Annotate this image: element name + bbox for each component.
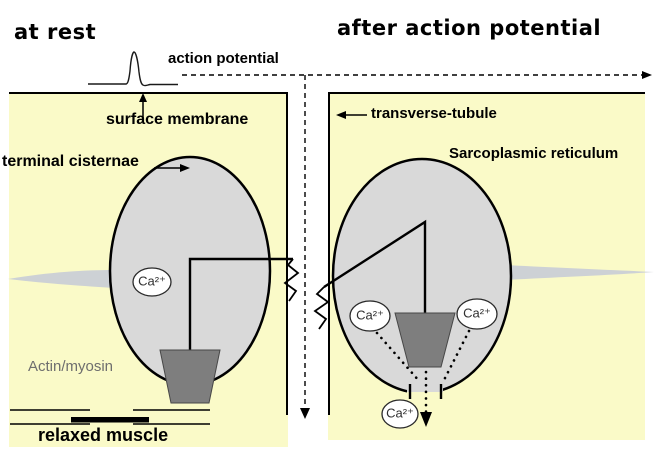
- ca-ion-label-released: Ca²⁺: [386, 405, 414, 421]
- relaxed-muscle-label: relaxed muscle: [38, 425, 169, 445]
- transverse-tubule-arrowhead-icon: [336, 111, 346, 119]
- terminal-cisternae-arrowhead-icon: [180, 164, 190, 172]
- ca-ion-label-ap-right: Ca²⁺: [463, 305, 491, 321]
- ca-ion-badge-rest: [132, 267, 172, 297]
- ca-release-arrowhead-icon: [420, 412, 432, 427]
- sr-opening-outer: [407, 392, 443, 400]
- myosin-filament-bar: [71, 417, 149, 423]
- surface-membrane-label: surface membrane: [106, 111, 249, 128]
- ca-ion-badge-ap-left: [349, 300, 391, 332]
- actin-myosin-label: Actin/myosin: [28, 358, 114, 375]
- release-channel-open: [394, 312, 456, 368]
- voltage-sensor-link-ap: [323, 219, 427, 313]
- sr-opening-inner: [407, 384, 443, 392]
- ap-arrowhead-down-icon: [300, 408, 310, 419]
- title-at-rest: at rest: [14, 20, 97, 44]
- terminal-cisternae-label: terminal cisternae: [2, 153, 139, 170]
- ap-arrowhead-right-icon: [642, 71, 652, 79]
- ca-ion-label-ap-left: Ca²⁺: [356, 307, 384, 323]
- transverse-tubule-shape-left: [8, 270, 114, 288]
- action-potential-waveform: [88, 51, 178, 87]
- ca-ion-label-rest: Ca²⁺: [138, 273, 166, 289]
- sarcoplasmic-reticulum-label: Sarcoplasmic reticulum: [449, 145, 619, 162]
- membrane-squiggle-right: [313, 286, 330, 330]
- transverse-tubule-shape-right: [505, 265, 654, 280]
- action-potential-label: action potential: [168, 50, 279, 67]
- surface-membrane-arrowhead-icon: [139, 93, 147, 102]
- release-channel-closed: [159, 349, 221, 404]
- transverse-tubule-label: transverse-tubule: [371, 105, 497, 122]
- voltage-sensor-link-rest: [188, 257, 293, 352]
- ca-flow-dotted-left: [375, 331, 422, 384]
- title-after-action-potential: after action potential: [337, 16, 602, 40]
- ca-ion-badge-released: [381, 399, 419, 429]
- ca-ion-badge-ap-right: [456, 298, 498, 330]
- membrane-squiggle-left: [283, 258, 300, 302]
- actin-filament-lines: [10, 409, 210, 425]
